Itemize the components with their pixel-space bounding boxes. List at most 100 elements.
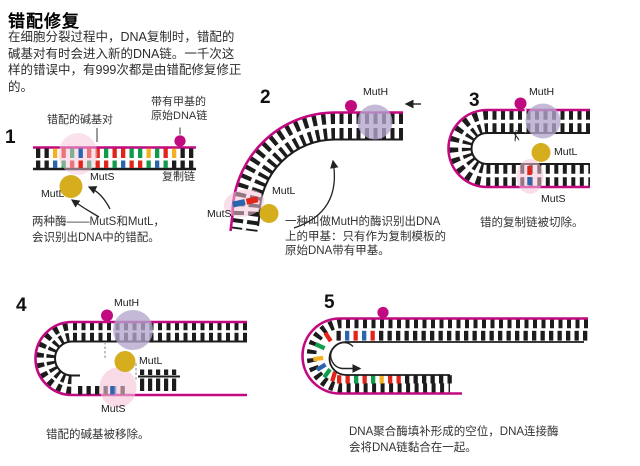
- step-number-5: 5: [324, 292, 335, 313]
- mismatch-base: [78, 148, 83, 158]
- rung-group: [337, 375, 452, 384]
- dna-base-rung: [413, 330, 418, 341]
- dna-base-rung: [498, 330, 503, 341]
- dna-base-rung: [322, 368, 332, 379]
- dna-base-rung: [172, 378, 177, 391]
- dna-base-rung: [345, 375, 350, 384]
- step5-caption: DNA聚合酶填补形成的空位，DNA连接酶 会将DNA链黏合在一起。: [349, 426, 559, 454]
- curved-arrow: [87, 186, 111, 210]
- dna-base-rung: [155, 160, 160, 168]
- original-strand-line: [34, 320, 247, 397]
- step-number-3: 3: [469, 90, 480, 111]
- dna-base-rung: [129, 148, 134, 158]
- dna-base-rung: [413, 375, 418, 384]
- muth-circle: [357, 104, 393, 140]
- dna-base-rung: [95, 148, 100, 158]
- replicated-strand-line: [257, 138, 403, 227]
- mismatch-base: [110, 386, 115, 395]
- page-title: 错配修复: [8, 12, 80, 31]
- dna-base-rung: [312, 355, 324, 362]
- dna-base-rung: [155, 148, 160, 158]
- panel1-dna: [33, 127, 196, 218]
- dna-base-rung: [515, 330, 520, 341]
- muth-label: MutH: [114, 297, 140, 309]
- muts-label: MutS: [207, 208, 232, 220]
- methyl-dot: [101, 309, 113, 322]
- step-number-2: 2: [260, 87, 271, 108]
- dna-base-rung: [379, 330, 384, 341]
- muts-blob: [99, 367, 137, 408]
- dna-base-rung: [172, 148, 177, 158]
- dna-base-rung: [53, 160, 58, 168]
- methyl-dot: [514, 97, 527, 110]
- dna-base-rung: [189, 160, 194, 168]
- dna-base-rung: [86, 386, 91, 395]
- mismatch-base: [78, 160, 83, 168]
- dna-base-rung: [112, 160, 117, 168]
- dna-base-rung: [44, 160, 49, 168]
- dna-base-rung: [78, 386, 83, 395]
- panel4-dna: [34, 309, 247, 408]
- dna-base-rung: [164, 369, 169, 375]
- panel2-dna: [223, 99, 421, 232]
- dna-base-rung: [112, 148, 117, 158]
- methyl-dot: [345, 100, 357, 112]
- dna-base-rung: [472, 330, 477, 341]
- dna-base-rung: [140, 378, 145, 391]
- dna-base-rung: [422, 375, 427, 384]
- methyl-dot: [174, 135, 186, 147]
- dna-base-rung: [36, 148, 41, 158]
- mutl-circle: [531, 143, 551, 162]
- rung-group: [140, 369, 177, 375]
- mismatch-base-pair: [232, 196, 259, 208]
- dna-base-rung: [330, 371, 338, 382]
- dna-base-rung: [396, 330, 401, 341]
- dna-base-rung: [104, 160, 109, 168]
- muth-label: MutH: [529, 86, 555, 98]
- dna-base-rung: [506, 330, 511, 341]
- mutl-circle: [114, 351, 136, 372]
- dna-base-rung: [405, 375, 410, 384]
- dna-base-rung: [95, 160, 100, 168]
- step4-caption: 错配的碱基被移除。: [46, 429, 150, 441]
- muts-label: MutS: [101, 403, 126, 415]
- dna-base-rung: [146, 148, 151, 158]
- dna-base-rung: [438, 330, 443, 341]
- dna-base-rung: [172, 369, 177, 375]
- rung-group: [312, 331, 338, 382]
- mutl-label: MutL: [139, 355, 163, 367]
- muts-label: MutS: [90, 171, 115, 183]
- dna-base-rung: [549, 330, 554, 341]
- dna-base-rung: [404, 330, 409, 341]
- dna-base-rung: [388, 375, 393, 384]
- dna-base-rung: [439, 375, 444, 384]
- dna-base-rung: [129, 160, 134, 168]
- dna-base-rung: [121, 160, 126, 168]
- dna-base-rung: [140, 369, 145, 375]
- replicated-strand-label: 复制链: [162, 171, 195, 183]
- muts-blob: [58, 133, 98, 175]
- dna-base-rung: [138, 160, 143, 168]
- dna-base-rung: [362, 330, 367, 341]
- muth-circle: [525, 103, 561, 139]
- dna-base-rung: [447, 330, 452, 341]
- dna-base-rung: [323, 331, 333, 343]
- dna-base-rung: [163, 160, 168, 168]
- panel5-dna: [301, 306, 588, 395]
- dna-base-rung: [138, 148, 143, 158]
- rung-group: [336, 330, 588, 341]
- muth-label: MutH: [363, 86, 389, 98]
- dna-base-rung: [481, 330, 486, 341]
- dna-base-rung: [371, 375, 376, 384]
- mismatch-base: [232, 199, 246, 208]
- dna-base-rung: [337, 375, 342, 384]
- dna-base-rung: [379, 375, 384, 384]
- methyl-dot: [377, 306, 389, 319]
- dna-base-rung: [156, 378, 161, 391]
- mutl-label: MutL: [272, 185, 296, 197]
- step1-caption: 两种酶——MutS和MutL， 会识别出DNA中的错配。: [32, 216, 165, 244]
- dna-base-rung: [180, 148, 185, 158]
- dna-base-rung: [121, 148, 126, 158]
- panel3-dna: [447, 97, 590, 194]
